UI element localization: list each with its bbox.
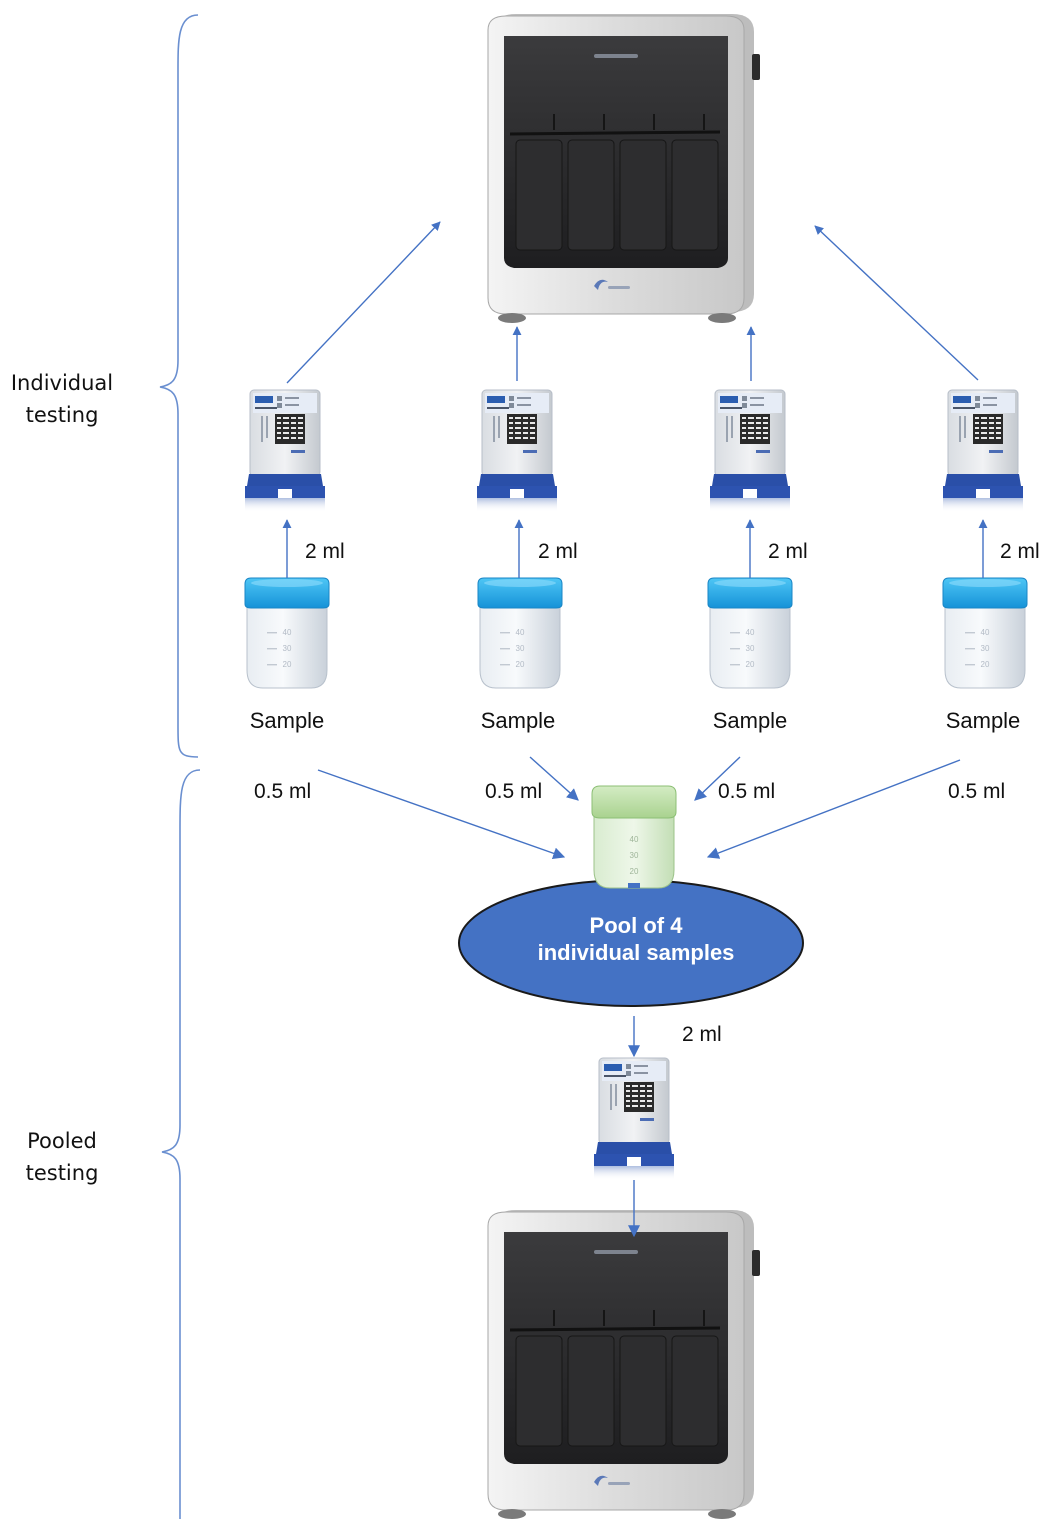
test-cartridge-icon — [476, 389, 558, 513]
pool-volume-label: 0.5 ml — [254, 780, 312, 803]
arrow-cartridge-to-instrument — [814, 225, 979, 381]
svg-text:40: 40 — [630, 835, 639, 844]
sample-label: Sample — [712, 708, 788, 733]
sample-container-icon — [244, 577, 330, 689]
arrow-sample-to-pool — [706, 759, 961, 859]
sample-container-icon — [942, 577, 1028, 689]
test-cartridge-icon — [709, 389, 791, 513]
pool-volume-label: 0.5 ml — [948, 780, 1006, 803]
individual-testing-label-line-2: testing — [25, 403, 99, 427]
pool-label-line-2: individual samples — [537, 940, 735, 965]
test-cartridge-icon — [593, 1057, 675, 1181]
arrow-sample-to-pool — [694, 756, 741, 801]
pooled-container-icon: 40 30 20 — [591, 785, 677, 889]
arrow-sample-to-pool — [529, 756, 579, 801]
svg-text:30: 30 — [630, 851, 639, 860]
svg-text:20: 20 — [630, 867, 639, 876]
individual-testing-label: Individual testing — [0, 367, 132, 431]
pool-volume-label: 0.5 ml — [485, 780, 543, 803]
pooled-testing-label-line-1: Pooled — [27, 1129, 97, 1153]
pooled-testing-brace — [161, 769, 201, 1519]
individual-testing-brace — [159, 14, 199, 758]
transfer-volume-label: 2 ml — [538, 540, 578, 563]
test-cartridge-icon — [942, 389, 1024, 513]
pool-transfer-volume-label: 2 ml — [682, 1023, 722, 1046]
genexpert-instrument-icon-top — [486, 12, 762, 325]
pooled-testing-label-line-2: testing — [25, 1161, 99, 1185]
sample-label: Sample — [480, 708, 556, 733]
sample-label: Sample — [249, 708, 325, 733]
arrow-sample-to-pool — [317, 769, 566, 860]
sample-container-icon — [477, 577, 563, 689]
pooled-testing-label: Pooled testing — [0, 1125, 132, 1189]
transfer-volume-label: 2 ml — [305, 540, 345, 563]
pool-label: Pool of 4 individual samples — [500, 912, 772, 966]
individual-testing-label-line-1: Individual — [10, 371, 114, 395]
sample-label: Sample — [945, 708, 1021, 733]
pool-volume-label: 0.5 ml — [718, 780, 776, 803]
transfer-volume-label: 2 ml — [768, 540, 808, 563]
test-cartridge-icon — [244, 389, 326, 513]
transfer-volume-label: 2 ml — [1000, 540, 1040, 563]
sample-container-icon — [707, 577, 793, 689]
pool-label-line-1: Pool of 4 — [589, 913, 683, 938]
arrow-cartridge-to-instrument — [286, 221, 441, 384]
genexpert-instrument-icon-bottom — [486, 1208, 762, 1519]
